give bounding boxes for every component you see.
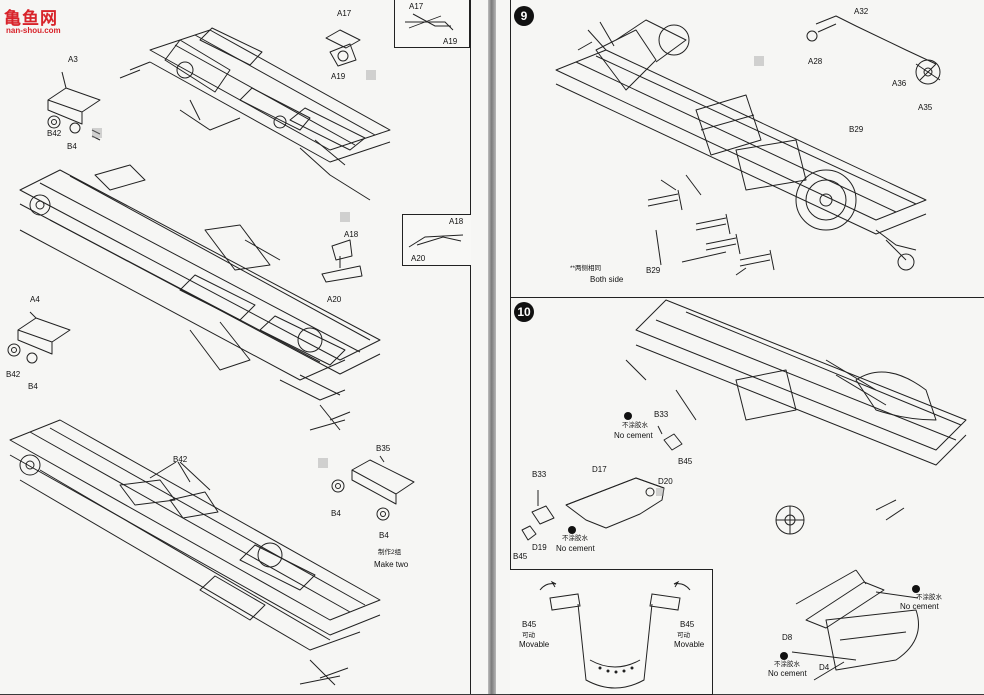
callout-part-drawing <box>395 0 469 47</box>
both-side-en: Both side <box>590 275 624 284</box>
no-cement-cn-3: 不涂胶水 <box>916 594 942 601</box>
watermark-url: nan-shou.com <box>6 26 61 35</box>
label-a35: A35 <box>918 103 933 112</box>
right-page-chassis-drawings <box>496 0 984 694</box>
no-cement-en-3: No cement <box>900 602 939 611</box>
step-9-number: 9 <box>514 6 534 26</box>
label-a3: A3 <box>68 55 78 64</box>
make-two-cn: 制作2组 <box>378 549 402 556</box>
callout-label-a20: A20 <box>411 254 426 263</box>
step-10-number: 10 <box>514 302 534 322</box>
watermark-logo: 亀鱼网 nan-shou.com <box>4 4 72 38</box>
callout-label-a18: A18 <box>449 217 464 226</box>
inset-movable-box: B45 可动 Movable B45 可动 Movable <box>510 569 713 695</box>
callout-part-drawing-2 <box>403 215 471 265</box>
label-b42-top: B42 <box>47 129 62 138</box>
inset-label-b45-right: B45 <box>680 620 695 629</box>
page-gutter <box>488 0 496 694</box>
step-divider <box>510 297 984 298</box>
label-a36: A36 <box>892 79 907 88</box>
watermark-title: 亀鱼网 <box>4 9 58 29</box>
right-page: 9 A32 A28 A36 A35 B29 B29 **两侧相同 Both si… <box>496 0 984 695</box>
callout-box-a18: A18 A20 <box>402 214 471 266</box>
label-a17: A17 <box>337 9 352 18</box>
left-page-border <box>470 0 471 694</box>
label-a19: A19 <box>331 72 346 81</box>
label-b33-top: B33 <box>654 410 669 419</box>
no-cement-en-2: No cement <box>556 544 595 553</box>
callout-box-a17: A17 A19 <box>394 0 470 48</box>
label-a32: A32 <box>854 7 869 16</box>
label-b4-bottom-right: B4 <box>379 531 389 540</box>
left-page-chassis-drawings <box>0 0 470 694</box>
label-a20: A20 <box>327 295 342 304</box>
label-d19: D19 <box>532 543 547 552</box>
callout-label-a19: A19 <box>443 37 458 46</box>
label-a28: A28 <box>808 57 823 66</box>
label-d8: D8 <box>782 633 793 642</box>
left-page: 亀鱼网 nan-shou.com A17 A19 A18 A20 A17 A19… <box>0 0 488 694</box>
movable-cn-right: 可动 <box>677 632 690 639</box>
label-a18: A18 <box>344 230 359 239</box>
label-b4-top: B4 <box>67 142 77 151</box>
label-b4-mid: B4 <box>28 382 38 391</box>
no-cement-cn-4: 不涂胶水 <box>774 661 800 668</box>
label-b33-left: B33 <box>532 470 547 479</box>
movable-cn-left: 可动 <box>522 632 535 639</box>
label-d17: D17 <box>592 465 607 474</box>
label-b42-mid: B42 <box>6 370 21 379</box>
no-cement-en-4: No cement <box>768 669 807 678</box>
label-b45-step10: B45 <box>678 457 693 466</box>
label-b29-bottom: B29 <box>646 266 661 275</box>
callout-label-a17: A17 <box>409 2 424 11</box>
label-d4: D4 <box>819 663 830 672</box>
label-b42-frame: B42 <box>173 455 188 464</box>
label-b35: B35 <box>376 444 391 453</box>
label-b45-left: B45 <box>513 552 528 561</box>
both-side-cn: **两侧相同 <box>570 265 602 272</box>
no-cement-cn-1: 不涂胶水 <box>622 422 648 429</box>
movable-en-left: Movable <box>519 640 550 649</box>
make-two-en: Make two <box>374 560 409 569</box>
label-b29-top: B29 <box>849 125 864 134</box>
label-b4-bottom-left: B4 <box>331 509 341 518</box>
inset-label-b45-left: B45 <box>522 620 537 629</box>
movable-en-right: Movable <box>674 640 705 649</box>
right-page-border <box>510 0 511 694</box>
no-cement-cn-2: 不涂胶水 <box>562 535 588 542</box>
label-a4: A4 <box>30 295 40 304</box>
inset-movable-drawing <box>510 570 712 694</box>
label-d20: D20 <box>658 477 673 486</box>
no-cement-en-1: No cement <box>614 431 653 440</box>
